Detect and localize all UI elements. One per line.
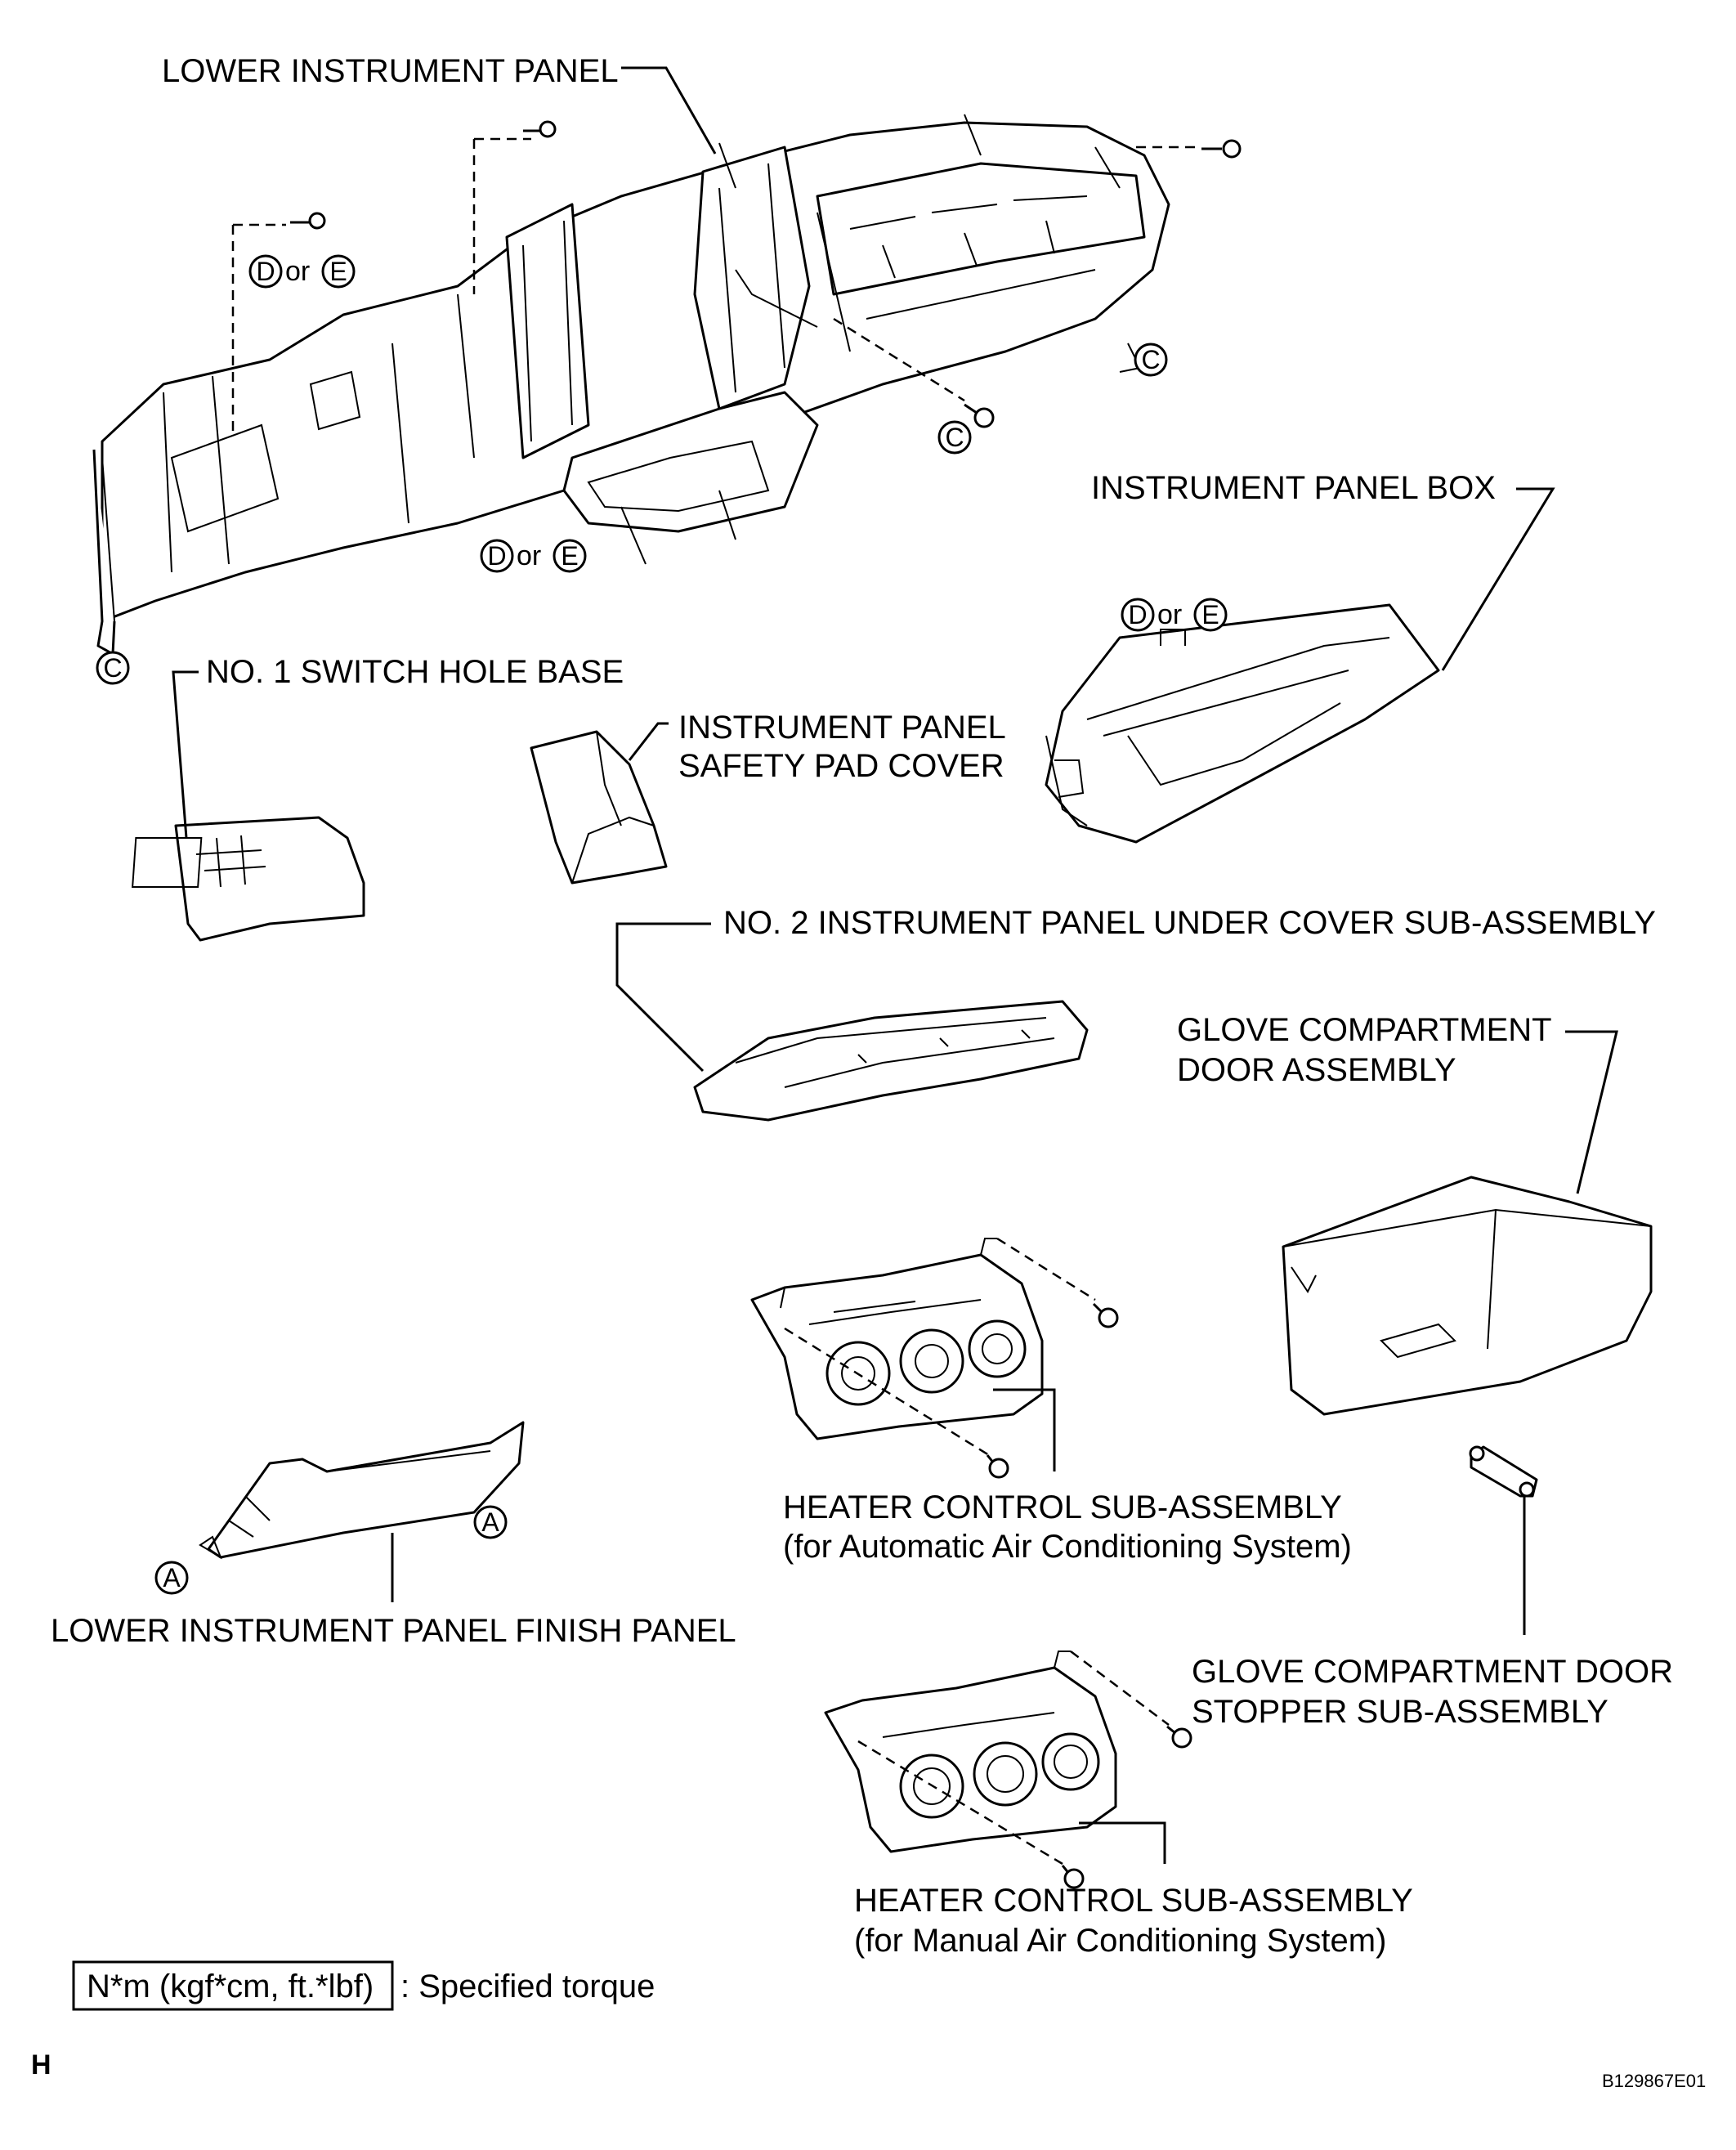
label-lower-instrument-panel: LOWER INSTRUMENT PANEL bbox=[162, 53, 619, 89]
svg-text:or: or bbox=[285, 256, 310, 287]
svg-text:C: C bbox=[945, 423, 964, 452]
glove-compartment-door-drawing bbox=[1282, 1176, 1653, 1416]
svg-text:or: or bbox=[1157, 599, 1182, 630]
svg-text:D: D bbox=[1128, 600, 1147, 629]
finish-panel-drawing bbox=[199, 1421, 525, 1560]
screw-icon bbox=[986, 1454, 1009, 1479]
legend-box-text: N*m (kgf*cm, ft.*lbf) bbox=[87, 1969, 374, 2004]
label-heater-auto-line2: (for Automatic Air Conditioning System) bbox=[783, 1529, 1352, 1565]
marker-a-2: A bbox=[473, 1505, 508, 1539]
label-stopper-line1: GLOVE COMPARTMENT DOOR bbox=[1192, 1654, 1673, 1690]
marker-c-3: C bbox=[937, 420, 972, 455]
label-heater-manual-line1: HEATER CONTROL SUB-ASSEMBLY bbox=[854, 1883, 1413, 1919]
label-heater-manual-line2: (for Manual Air Conditioning System) bbox=[854, 1923, 1386, 1959]
page-letter: H bbox=[31, 2049, 51, 2081]
legend-text: : Specified torque bbox=[400, 1969, 655, 2004]
screw-icon bbox=[290, 212, 326, 230]
screw-icon bbox=[1061, 1865, 1085, 1889]
switch-hole-base-drawing bbox=[132, 816, 365, 942]
label-instrument-panel-box: INSTRUMENT PANEL BOX bbox=[1091, 470, 1496, 506]
screw-icon bbox=[1201, 139, 1242, 159]
leader-lines bbox=[172, 66, 1618, 1864]
lower-instrument-panel-drawing bbox=[92, 114, 1170, 656]
marker-c-2: C bbox=[1134, 343, 1168, 377]
marker-d-or-e-3: D or E bbox=[1121, 598, 1228, 632]
screw-icon bbox=[523, 120, 557, 138]
torque-legend: N*m (kgf*cm, ft.*lbf) : Specified torque bbox=[72, 1960, 655, 2011]
marker-c-1: C bbox=[96, 651, 130, 685]
label-heater-auto-line1: HEATER CONTROL SUB-ASSEMBLY bbox=[783, 1489, 1342, 1525]
door-stopper-drawing bbox=[1469, 1445, 1538, 1498]
label-glove-door-line2: DOOR ASSEMBLY bbox=[1177, 1052, 1456, 1088]
svg-text:C: C bbox=[1141, 345, 1160, 374]
marker-a-1: A bbox=[154, 1561, 189, 1595]
screw-icon bbox=[1092, 1302, 1119, 1328]
screw-icon bbox=[964, 403, 995, 428]
instrument-panel-box-drawing bbox=[1045, 603, 1440, 844]
label-stopper-line2: STOPPER SUB-ASSEMBLY bbox=[1192, 1694, 1608, 1730]
label-safety-pad-cover-line1: INSTRUMENT PANEL bbox=[678, 710, 1006, 746]
svg-text:E: E bbox=[1201, 600, 1219, 629]
svg-text:E: E bbox=[329, 257, 347, 286]
under-cover-drawing bbox=[693, 1000, 1089, 1122]
svg-text:A: A bbox=[163, 1563, 181, 1592]
label-under-cover: NO. 2 INSTRUMENT PANEL UNDER COVER SUB-A… bbox=[723, 905, 1656, 941]
marker-d-or-e-1: D or E bbox=[248, 254, 356, 289]
svg-text:E: E bbox=[561, 541, 578, 571]
figure-id: B129867E01 bbox=[1602, 2071, 1706, 2091]
marker-d-or-e-2: D or E bbox=[480, 539, 587, 573]
label-glove-door-line1: GLOVE COMPARTMENT bbox=[1177, 1012, 1552, 1048]
label-switch-hole-base: NO. 1 SWITCH HOLE BASE bbox=[206, 654, 624, 690]
svg-text:D: D bbox=[487, 541, 506, 571]
heater-control-auto-drawing bbox=[750, 1237, 1119, 1479]
svg-text:A: A bbox=[481, 1507, 499, 1537]
svg-text:C: C bbox=[103, 653, 122, 683]
label-safety-pad-cover-line2: SAFETY PAD COVER bbox=[678, 748, 1004, 784]
safety-pad-cover-drawing bbox=[530, 730, 668, 885]
label-finish-panel: LOWER INSTRUMENT PANEL FINISH PANEL bbox=[51, 1613, 736, 1649]
svg-text:or: or bbox=[517, 540, 541, 571]
screw-icon bbox=[1166, 1725, 1192, 1749]
heater-control-manual-drawing bbox=[824, 1651, 1192, 1889]
panel-screw-icons bbox=[231, 120, 1242, 433]
svg-text:D: D bbox=[256, 257, 275, 286]
